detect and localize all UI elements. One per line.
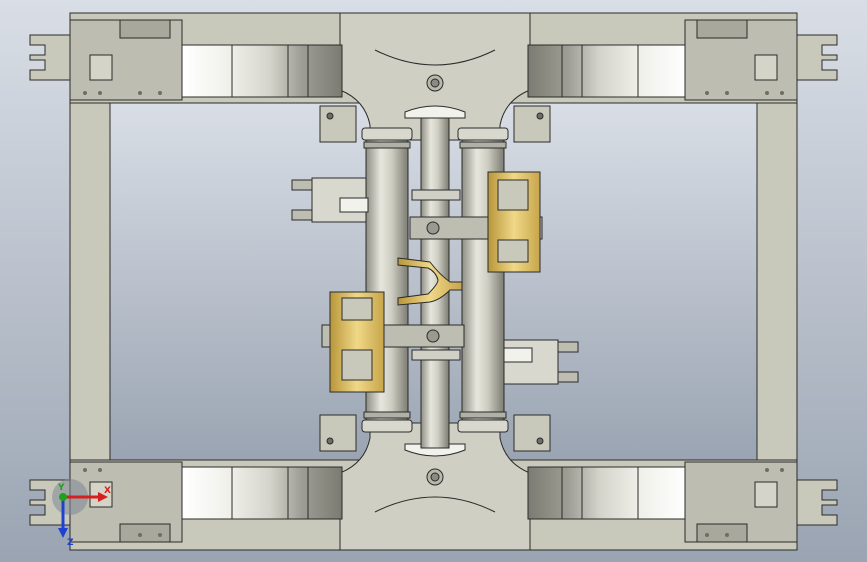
coordinate-triad: X Y Z xyxy=(52,479,111,548)
side-beam-bottom-right xyxy=(527,466,689,520)
side-beam-top-right xyxy=(527,44,689,98)
side-clamps xyxy=(291,177,579,385)
axle-box-corners xyxy=(69,19,798,543)
tube-mounting-lugs xyxy=(319,105,551,452)
axle-tubes xyxy=(361,117,509,449)
frame-bolts xyxy=(83,91,784,537)
triad-y-axis xyxy=(59,493,67,501)
triad-y-label: Y xyxy=(57,483,65,493)
damper-brackets xyxy=(329,171,541,393)
triad-z-label: Z xyxy=(67,538,74,548)
triad-x-label: X xyxy=(104,486,111,496)
center-transom xyxy=(339,12,531,551)
triad-x-arrow xyxy=(98,492,108,502)
triad-z-arrow xyxy=(58,528,68,538)
center-yoke xyxy=(397,257,463,306)
side-beam-bottom-left xyxy=(181,466,343,520)
side-beam-top-left xyxy=(181,44,343,98)
